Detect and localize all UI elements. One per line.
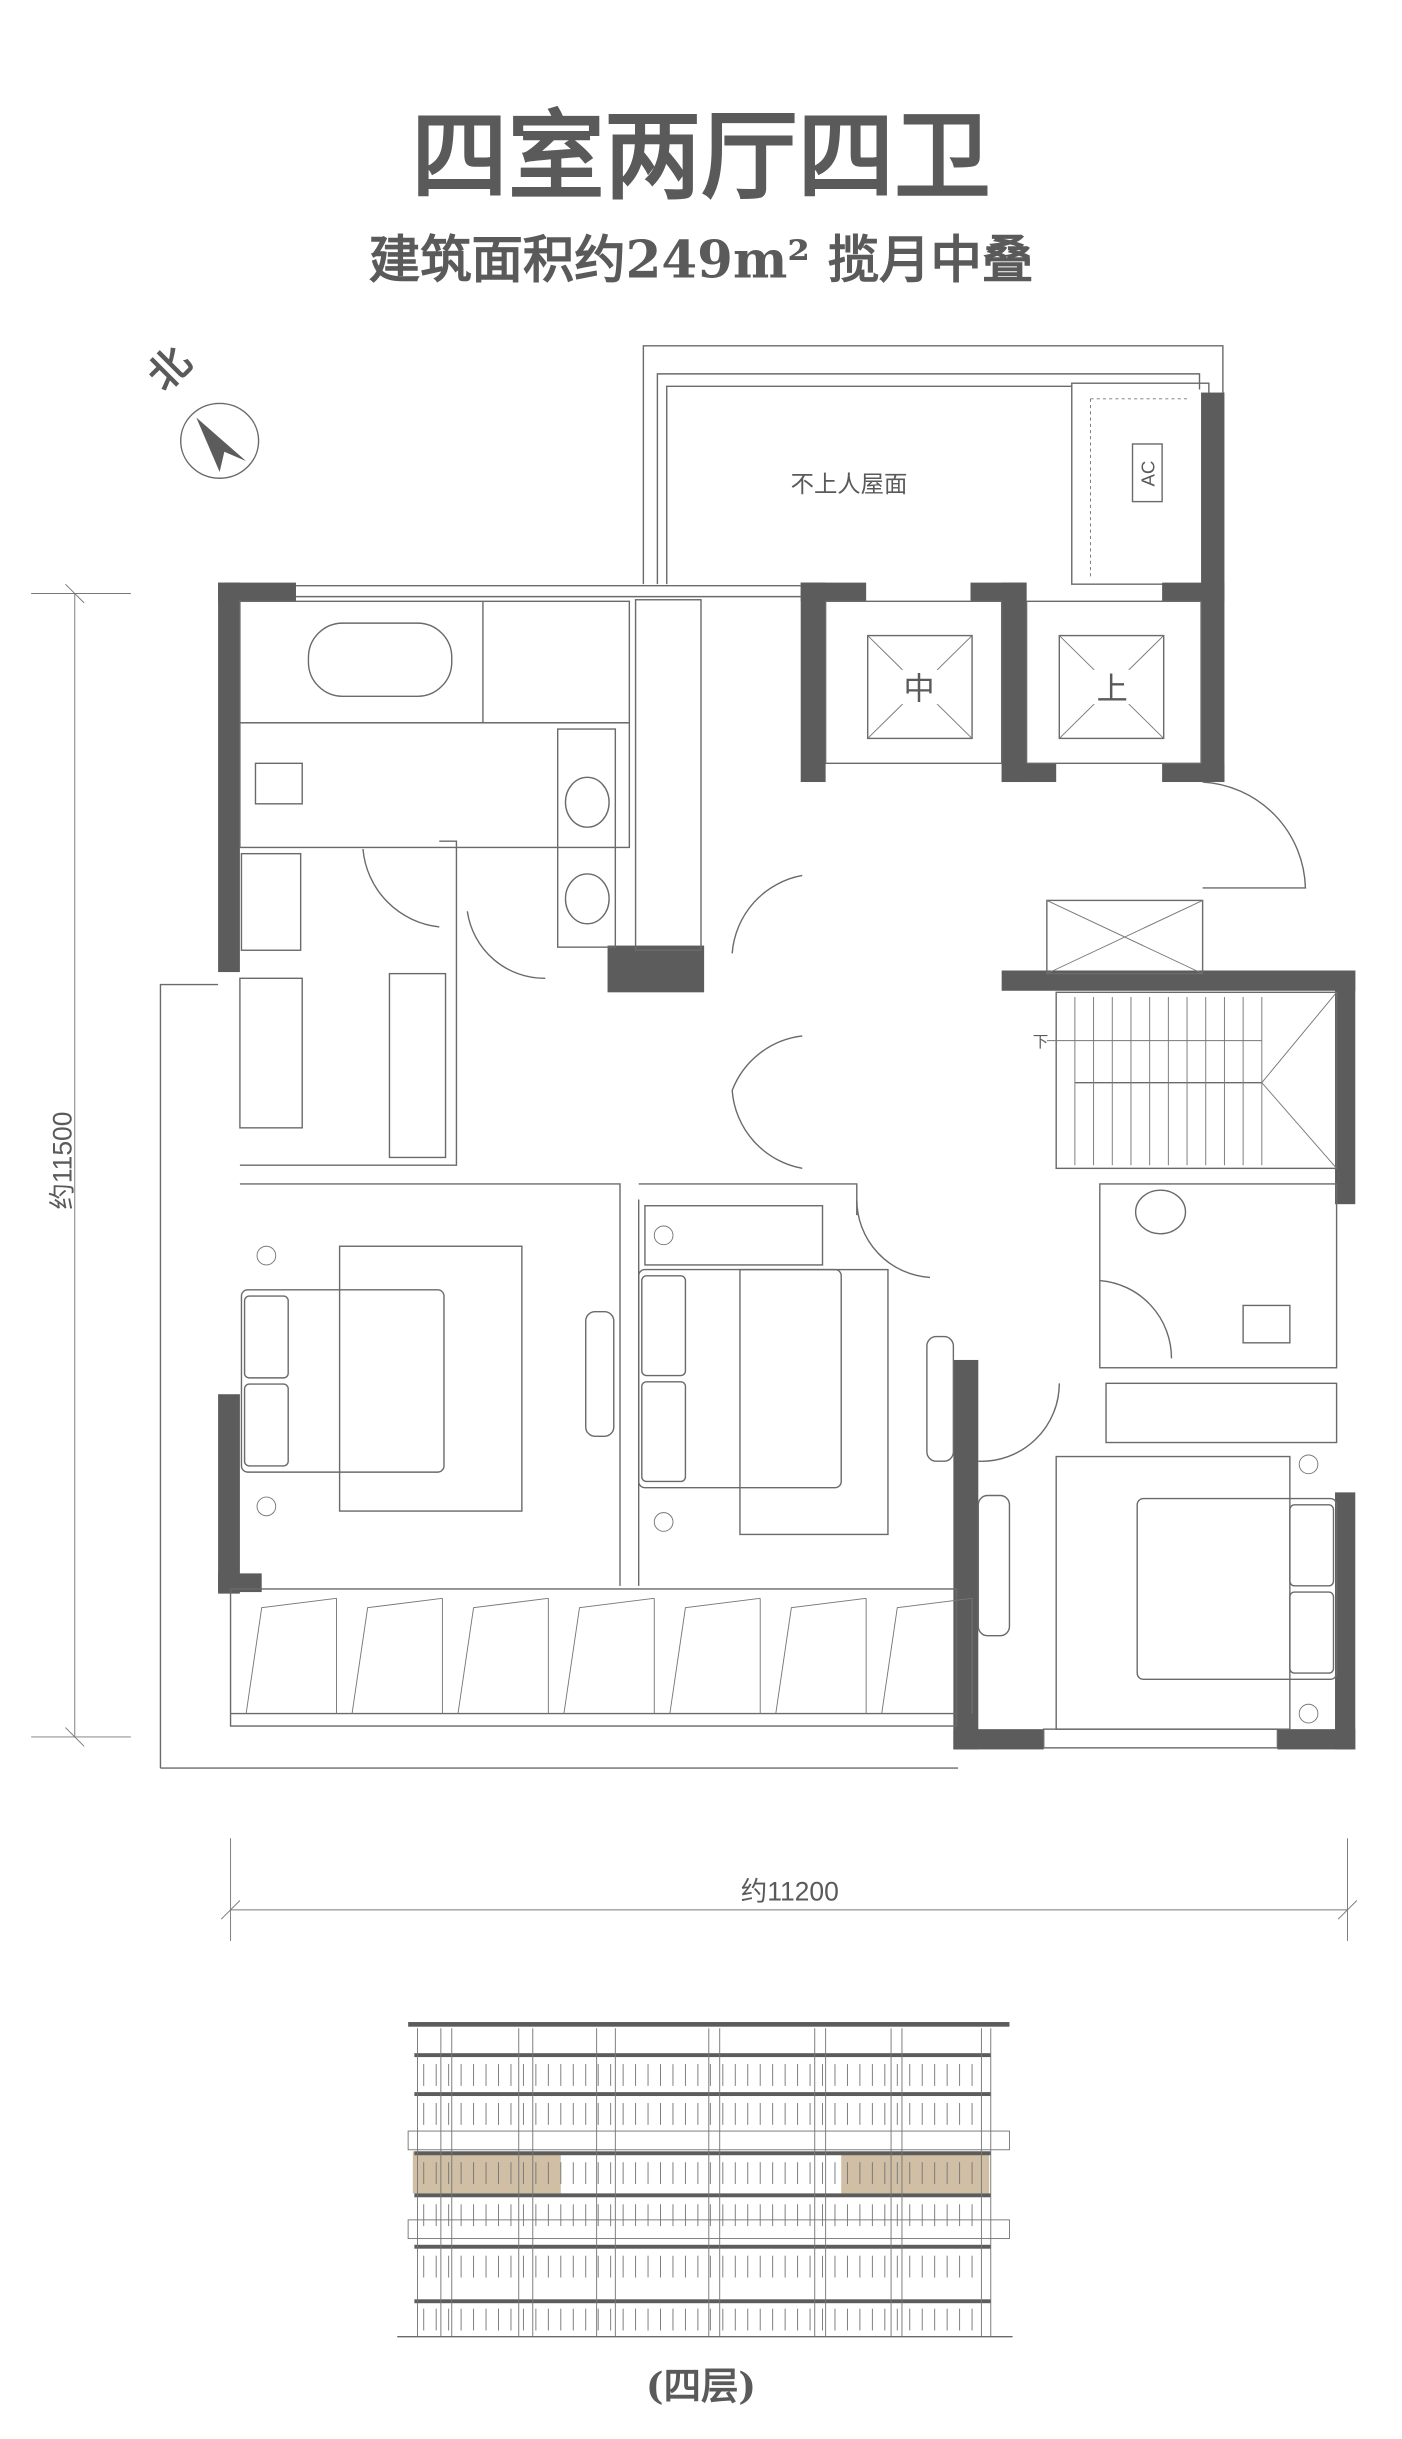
balcony-panel [245, 1597, 337, 1714]
interior-lines [159, 585, 1338, 1769]
roof-slab [408, 2022, 1010, 2027]
stair-landing [1261, 992, 1337, 1169]
desk [239, 977, 303, 1129]
rug [739, 1268, 889, 1536]
elevator-up: 上 [1058, 634, 1165, 740]
balcony-panel [775, 1597, 867, 1714]
pillow [641, 1275, 687, 1377]
balcony-panel [563, 1597, 655, 1714]
compass-circle [180, 402, 260, 479]
north-compass: 北 [138, 337, 260, 479]
page-title: 四室两厅四卫 [411, 99, 990, 213]
nightstand-lamp [653, 1512, 674, 1532]
stair-down-label: 下 [1033, 1034, 1049, 1051]
unit-highlight-left [412, 2151, 561, 2194]
pillow [243, 1295, 289, 1379]
balcony-panel [669, 1597, 761, 1714]
ac-label: AC [1137, 461, 1158, 487]
toilet [1242, 1304, 1291, 1344]
page-subtitle: 建筑面积约249m² 揽月中叠 [369, 230, 1034, 290]
beds [240, 1225, 1338, 1730]
unit-highlight-right [841, 2151, 990, 2194]
dimension-horizontal-label: 约11200 [741, 1877, 839, 1907]
nightstand-lamp [1298, 1454, 1319, 1475]
bed [1136, 1497, 1338, 1681]
balcony-panel [351, 1597, 443, 1714]
wardrobe [1105, 1382, 1338, 1444]
dimension-vertical-label: 约11500 [48, 1112, 78, 1210]
floor-slab [414, 2151, 991, 2156]
walls [218, 392, 1356, 1750]
pillow [243, 1383, 289, 1467]
staircase: 下 [1033, 991, 1338, 1170]
pillow [1289, 1504, 1335, 1587]
elevator-up-label: 上 [1097, 671, 1128, 707]
dimension-vertical: 约11500 [31, 583, 131, 1747]
nightstand-lamp [256, 1245, 277, 1266]
rug [338, 1245, 523, 1512]
bathtub [307, 622, 453, 698]
ac-unit [1131, 443, 1163, 503]
balcony-rail [407, 2130, 1010, 2151]
pillow [641, 1381, 687, 1483]
rug [1055, 1455, 1291, 1730]
balcony-panel [881, 1597, 973, 1714]
roof-terrace: 不上人屋面 AC [642, 345, 1224, 585]
balcony-railing [245, 1597, 973, 1714]
nightstand-lamp [1298, 1703, 1319, 1724]
elevator-mid: 中 [866, 634, 973, 740]
floor-label: (四层) [646, 2364, 756, 2408]
north-arrow-icon [196, 417, 247, 473]
elevator-mid-label: 中 [904, 671, 935, 707]
floor-slab [414, 2244, 991, 2249]
roof-label: 不上人屋面 [791, 470, 908, 498]
building-elevation [397, 2022, 1013, 2338]
nightstand-lamp [256, 1496, 277, 1517]
toilet [254, 762, 303, 805]
towel-rack [240, 852, 302, 951]
floor-slab [414, 2193, 991, 2198]
floor-slab [414, 2053, 991, 2058]
bed [637, 1268, 842, 1489]
wardrobe [388, 972, 447, 1159]
vanity [556, 728, 617, 948]
floor-slab [414, 2092, 991, 2097]
bed [240, 1289, 445, 1473]
pillow [1289, 1591, 1335, 1674]
north-label: 北 [138, 337, 201, 400]
floor-slab [414, 2299, 991, 2304]
balcony-rail [407, 2219, 1010, 2240]
wardrobe [644, 1205, 824, 1266]
nightstand-lamp [653, 1225, 674, 1246]
balcony-panel [457, 1597, 549, 1714]
dimension-horizontal: 约11200 [220, 1838, 1358, 1942]
